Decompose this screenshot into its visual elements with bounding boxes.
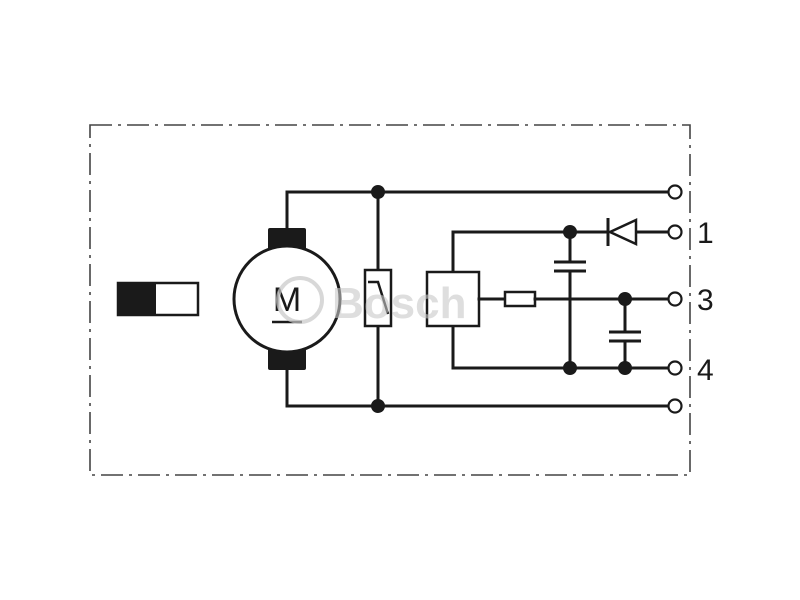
switch-symbol: [116, 281, 200, 317]
brand-watermark: Bosch: [276, 276, 466, 328]
junction-dot: [618, 361, 632, 375]
terminal-3-label: 3: [697, 284, 714, 317]
enclosure-boundary: [89, 124, 691, 476]
diode-symbol: [607, 218, 638, 246]
junction-dot: [563, 225, 577, 239]
terminal-1-label: 1: [697, 217, 714, 250]
junction-dot: [371, 399, 385, 413]
junction-dot: [563, 361, 577, 375]
terminal-1: [667, 224, 683, 240]
capacitor-c1: [554, 230, 586, 370]
junction-dot: [618, 292, 632, 306]
terminal-3-line: [477, 290, 674, 308]
motor-symbol: M: [232, 228, 342, 370]
watermark-text: Bosch: [332, 279, 466, 328]
terminal-3: [667, 291, 683, 307]
terminal-4: [667, 360, 683, 376]
terminal-1-line: [451, 218, 674, 246]
capacitor-c2: [609, 297, 641, 370]
control-module: [425, 230, 481, 370]
terminal-4-label: 4: [697, 354, 714, 387]
junction-dot: [371, 185, 385, 199]
varistor-symbol: [363, 268, 393, 328]
resistor-symbol: [503, 290, 537, 308]
terminal-top: [667, 184, 683, 200]
terminal-bottom: [667, 398, 683, 414]
